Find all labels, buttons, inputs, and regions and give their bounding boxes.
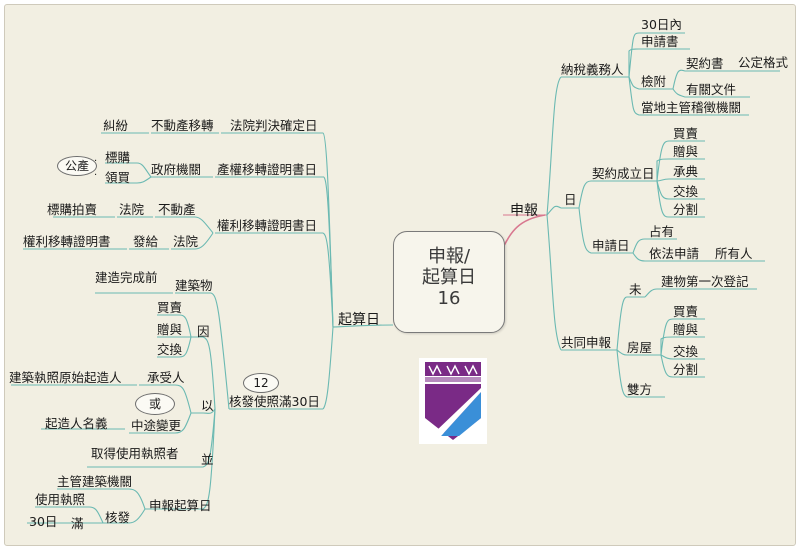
node-contract-date[interactable]: 契約成立日 bbox=[592, 166, 655, 181]
node-gift[interactable]: 贈與 bbox=[673, 144, 699, 159]
node-both-parties[interactable]: 雙方 bbox=[627, 382, 653, 397]
node-because[interactable]: 因 bbox=[197, 324, 210, 339]
node-property-cert-date[interactable]: 產權移轉證明書日 bbox=[217, 162, 318, 177]
node-shenbao[interactable]: 申報 bbox=[510, 203, 538, 219]
logo-icon bbox=[419, 358, 487, 444]
node-assignee[interactable]: 承受人 bbox=[147, 370, 185, 385]
node-badge-12[interactable]: 12 bbox=[243, 373, 279, 393]
center-line-2: 起算日 bbox=[422, 267, 476, 288]
node-wei[interactable]: 未 bbox=[629, 282, 642, 297]
node-right-cert-date[interactable]: 權利移轉證明書日 bbox=[217, 218, 318, 233]
center-line-3: 16 bbox=[437, 288, 461, 309]
connector-lines bbox=[11, 32, 780, 524]
node-license-30-days[interactable]: 核發使照滿30日 bbox=[229, 394, 320, 409]
node-taxpayer[interactable]: 納稅義務人 bbox=[561, 62, 624, 77]
node-builder-name[interactable]: 起造人名義 bbox=[45, 416, 108, 431]
node-related-docs[interactable]: 有關文件 bbox=[686, 82, 737, 97]
node-claim-purchase[interactable]: 領買 bbox=[105, 170, 131, 185]
node-obtain-license[interactable]: 取得使用執照者 bbox=[91, 446, 179, 461]
node-and[interactable]: 並 bbox=[201, 452, 214, 467]
node-house-gift[interactable]: 贈與 bbox=[673, 322, 699, 337]
node-joint-declare[interactable]: 共同申報 bbox=[561, 335, 612, 350]
node-dian[interactable]: 承典 bbox=[673, 164, 699, 179]
node-permit-builder[interactable]: 建築執照原始起造人 bbox=[9, 370, 122, 385]
node-public-property[interactable]: 公產 bbox=[57, 156, 97, 176]
node-30-days[interactable]: 30日 bbox=[29, 514, 58, 529]
node-30-days-within[interactable]: 30日內 bbox=[641, 17, 682, 32]
node-court-2[interactable]: 法院 bbox=[173, 234, 199, 249]
node-midway-change[interactable]: 中途變更 bbox=[131, 418, 182, 433]
node-right-cert[interactable]: 權利移轉證明書 bbox=[23, 234, 111, 249]
node-use-license[interactable]: 使用執照 bbox=[35, 492, 86, 507]
node-full[interactable]: 滿 bbox=[71, 516, 84, 531]
dot-marker-2: · bbox=[94, 170, 98, 181]
node-issue[interactable]: 發給 bbox=[133, 234, 159, 249]
center-line-1: 申報/ bbox=[427, 246, 471, 267]
node-owner[interactable]: 所有人 bbox=[715, 246, 753, 261]
node-building[interactable]: 建築物 bbox=[175, 278, 213, 293]
central-topic[interactable]: 申報/ 起算日 16 bbox=[393, 231, 505, 333]
node-before-completion[interactable]: 建造完成前 bbox=[95, 270, 158, 285]
node-by[interactable]: 以 bbox=[201, 398, 214, 413]
node-by-law[interactable]: 依法申請 bbox=[649, 246, 700, 261]
node-tender-purchase[interactable]: 標購 bbox=[105, 150, 131, 165]
node-auction[interactable]: 標購拍賣 bbox=[47, 202, 98, 217]
node-court-1[interactable]: 法院 bbox=[119, 202, 145, 217]
node-attach[interactable]: 檢附 bbox=[641, 74, 667, 89]
node-occupy[interactable]: 占有 bbox=[649, 224, 675, 239]
node-local-tax-authority[interactable]: 當地主管稽徵機關 bbox=[641, 100, 742, 115]
node-first-registration[interactable]: 建物第一次登記 bbox=[661, 274, 749, 289]
node-start-date[interactable]: 起算日 bbox=[338, 312, 380, 328]
node-court-final-date[interactable]: 法院判決確定日 bbox=[230, 118, 318, 133]
node-house[interactable]: 房屋 bbox=[627, 340, 653, 355]
node-authority[interactable]: 主管建築機關 bbox=[57, 474, 133, 489]
node-exchange[interactable]: 交換 bbox=[673, 184, 699, 199]
node-real-estate-transfer[interactable]: 不動產移轉 bbox=[151, 118, 214, 133]
node-official-format[interactable]: 公定格式 bbox=[738, 55, 789, 70]
node-apply-date[interactable]: 申請日 bbox=[592, 238, 630, 253]
node-government[interactable]: 政府機關 bbox=[151, 162, 202, 177]
node-real-estate[interactable]: 不動產 bbox=[158, 202, 196, 217]
node-declare-start-date[interactable]: 申報起算日 bbox=[149, 498, 212, 513]
node-house-split[interactable]: 分割 bbox=[673, 362, 699, 377]
node-left-buy[interactable]: 買賣 bbox=[157, 300, 183, 315]
mindmap-canvas: 申報/ 起算日 16 申報 納稅義務人 30日內 申請書 檢附 契約書 公定格式… bbox=[4, 4, 796, 546]
node-ri[interactable]: 日 bbox=[564, 192, 577, 207]
node-application-form[interactable]: 申請書 bbox=[641, 34, 679, 49]
node-split[interactable]: 分割 bbox=[673, 202, 699, 217]
node-left-exchange[interactable]: 交換 bbox=[157, 342, 183, 357]
node-house-buy[interactable]: 買賣 bbox=[673, 304, 699, 319]
node-house-exchange[interactable]: 交換 bbox=[673, 344, 699, 359]
node-left-gift[interactable]: 贈與 bbox=[157, 322, 183, 337]
node-contract[interactable]: 契約書 bbox=[686, 56, 724, 71]
node-dispute[interactable]: 糾紛 bbox=[103, 118, 129, 133]
node-or[interactable]: 或 bbox=[135, 393, 175, 415]
node-issue-license[interactable]: 核發 bbox=[105, 510, 131, 525]
node-buy-sell[interactable]: 買賣 bbox=[673, 126, 699, 141]
dot-marker-1: · bbox=[94, 156, 98, 167]
